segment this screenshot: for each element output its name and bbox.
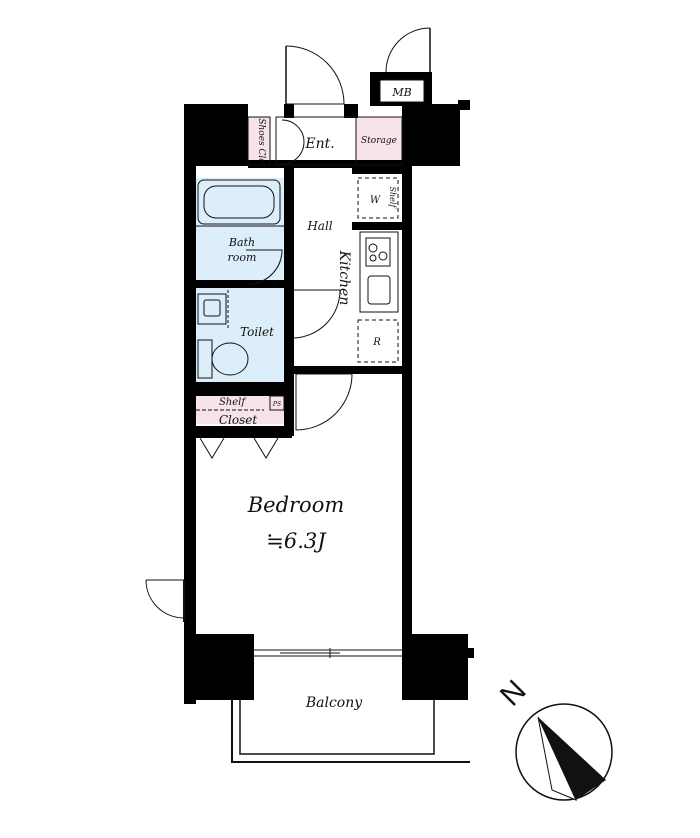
hall-label: Hall [306, 219, 332, 233]
shoes-closet [247, 116, 271, 166]
compass-north-label: N [494, 674, 533, 713]
storage-floor [356, 117, 402, 165]
bedroom-label: Bedroom [247, 493, 345, 517]
ps-label: PS [272, 401, 281, 408]
fridge-space [357, 319, 399, 363]
bathtub-icon [197, 179, 281, 225]
washbasin-bowl [203, 299, 221, 317]
kitchen-counter [359, 231, 399, 313]
bedroom-door [295, 373, 353, 431]
entrance-label: Ent. [304, 136, 334, 152]
shelf-top-label: Shelf [388, 187, 397, 210]
closet-doors [199, 437, 279, 459]
bedroom-size: ≒6.3J [266, 529, 327, 553]
meter-box-door [385, 27, 431, 73]
stove-icon [365, 237, 391, 267]
bathroom-floor [196, 178, 284, 280]
meter-box [379, 79, 425, 103]
toilet-icon [197, 339, 249, 379]
storage-label: Storage [361, 136, 397, 146]
sink-icon [367, 275, 391, 305]
toilet-label: Toilet [240, 325, 274, 339]
closet-label: Closet [219, 413, 258, 427]
washbasin-icon [197, 293, 227, 325]
compass-icon: N [494, 674, 613, 801]
entrance-door [285, 45, 345, 105]
walls [184, 72, 474, 704]
balcony-window [254, 648, 402, 658]
balcony-label: Balcony [305, 695, 363, 711]
meter-box-label: MB [391, 86, 411, 99]
ps-box [269, 395, 285, 411]
shoes-closet-floor [248, 117, 270, 165]
storage [355, 116, 403, 166]
shoes-closet-label: Shoes Clo [256, 118, 266, 164]
washer-space [357, 177, 399, 219]
fridge-label: R [372, 337, 381, 348]
shelf-lower-label: Shelf [219, 397, 247, 408]
kitchen-label: Kitchen [336, 250, 352, 306]
balcony-rail [231, 700, 470, 763]
bath-label-line1: Bath [228, 236, 255, 249]
side-door [145, 579, 185, 622]
washer-label: W [370, 195, 381, 206]
bathroom-door [246, 249, 283, 285]
bath-label-line2: room [228, 251, 257, 264]
toilet-floor [196, 288, 284, 382]
hall-door [293, 289, 341, 339]
